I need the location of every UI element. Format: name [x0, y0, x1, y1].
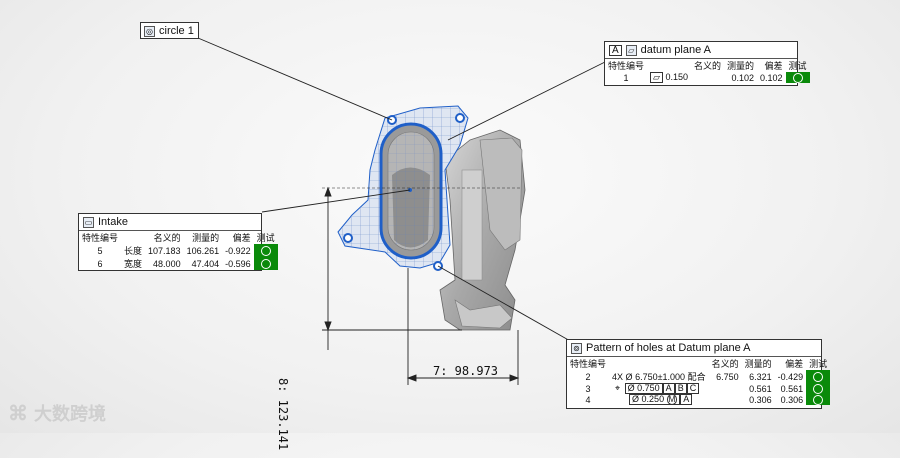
table-row[interactable]: 1 ▱ 0.150 0.102 0.102	[605, 72, 810, 83]
part-body	[439, 129, 526, 331]
callout-intake-title: Intake	[98, 216, 128, 228]
diameter-symbol-icon: Ø	[625, 372, 633, 382]
watermark: ⌘ 大数跨境	[8, 400, 106, 426]
table-row[interactable]: 2 4X Ø 6.750±1.000 配合 6.750 6.321 -0.429	[567, 370, 831, 383]
callout-datum-plane[interactable]: A ▱ datum plane A 特性编号 名义的 测量的 偏差 测试 1 ▱…	[604, 41, 810, 86]
pass-indicator-icon	[806, 394, 831, 405]
leader-intake	[261, 189, 411, 213]
leader-pattern	[437, 265, 573, 343]
pattern-table: 特性编号 名义的 测量的 偏差 测试 2 4X Ø 6.750±1.000 配合…	[567, 357, 831, 405]
circle-feature-icon: ◎	[144, 25, 155, 37]
leader-datum	[447, 61, 606, 141]
diameter-symbol-icon: Ø	[632, 394, 640, 404]
datum-table: 特性编号 名义的 测量的 偏差 测试 1 ▱ 0.150 0.102 0.102	[605, 59, 810, 83]
dimension-lines	[322, 186, 522, 385]
callout-circle1[interactable]: ◎ circle 1	[140, 22, 199, 39]
pass-indicator-icon	[785, 72, 810, 83]
callout-circle1-title: circle 1	[159, 25, 194, 37]
watermark-text: 大数跨境	[34, 404, 106, 424]
callout-intake[interactable]: ▭ Intake 特性编号 名义的 测量的 偏差 测试 5 长度 107.183…	[78, 213, 278, 271]
leader-circle1	[197, 37, 393, 121]
pass-indicator-icon	[253, 257, 278, 270]
callout-pattern-title: Pattern of holes at Datum plane A	[586, 342, 751, 354]
mmc-modifier: M	[666, 394, 678, 405]
datum-letter-box: A	[609, 44, 622, 56]
hole-2[interactable]	[455, 113, 465, 123]
pass-indicator-icon	[806, 370, 831, 383]
dimension-horizontal[interactable]: 7: 98.973	[433, 364, 499, 378]
plane-feature-icon: ▱	[625, 44, 637, 56]
cad-viewport[interactable]	[0, 0, 900, 433]
flatness-symbol-icon: ▱	[650, 72, 663, 83]
slot-feature-icon: ▭	[83, 216, 94, 228]
callout-datum-title: datum plane A	[640, 44, 712, 56]
callout-pattern-holes[interactable]: ⊚ Pattern of holes at Datum plane A 特性编号…	[566, 339, 831, 409]
diameter-symbol-icon: Ø	[627, 383, 635, 393]
pass-indicator-icon	[253, 244, 278, 257]
hole-3[interactable]	[343, 233, 353, 243]
hole-pattern-icon: ⊚	[571, 342, 582, 354]
intake-table: 特性编号 名义的 测量的 偏差 测试 5 长度 107.183 106.261 …	[79, 231, 278, 270]
pass-indicator-icon	[806, 383, 831, 394]
table-row[interactable]: 5 长度 107.183 106.261 -0.922	[79, 244, 278, 257]
table-row[interactable]: 6 宽度 48.000 47.404 -0.596	[79, 257, 278, 270]
dimension-vertical[interactable]: 8: 123.141	[276, 378, 290, 451]
watermark-logo-icon: ⌘	[8, 402, 28, 425]
position-symbol-icon: ⌖	[615, 383, 621, 393]
